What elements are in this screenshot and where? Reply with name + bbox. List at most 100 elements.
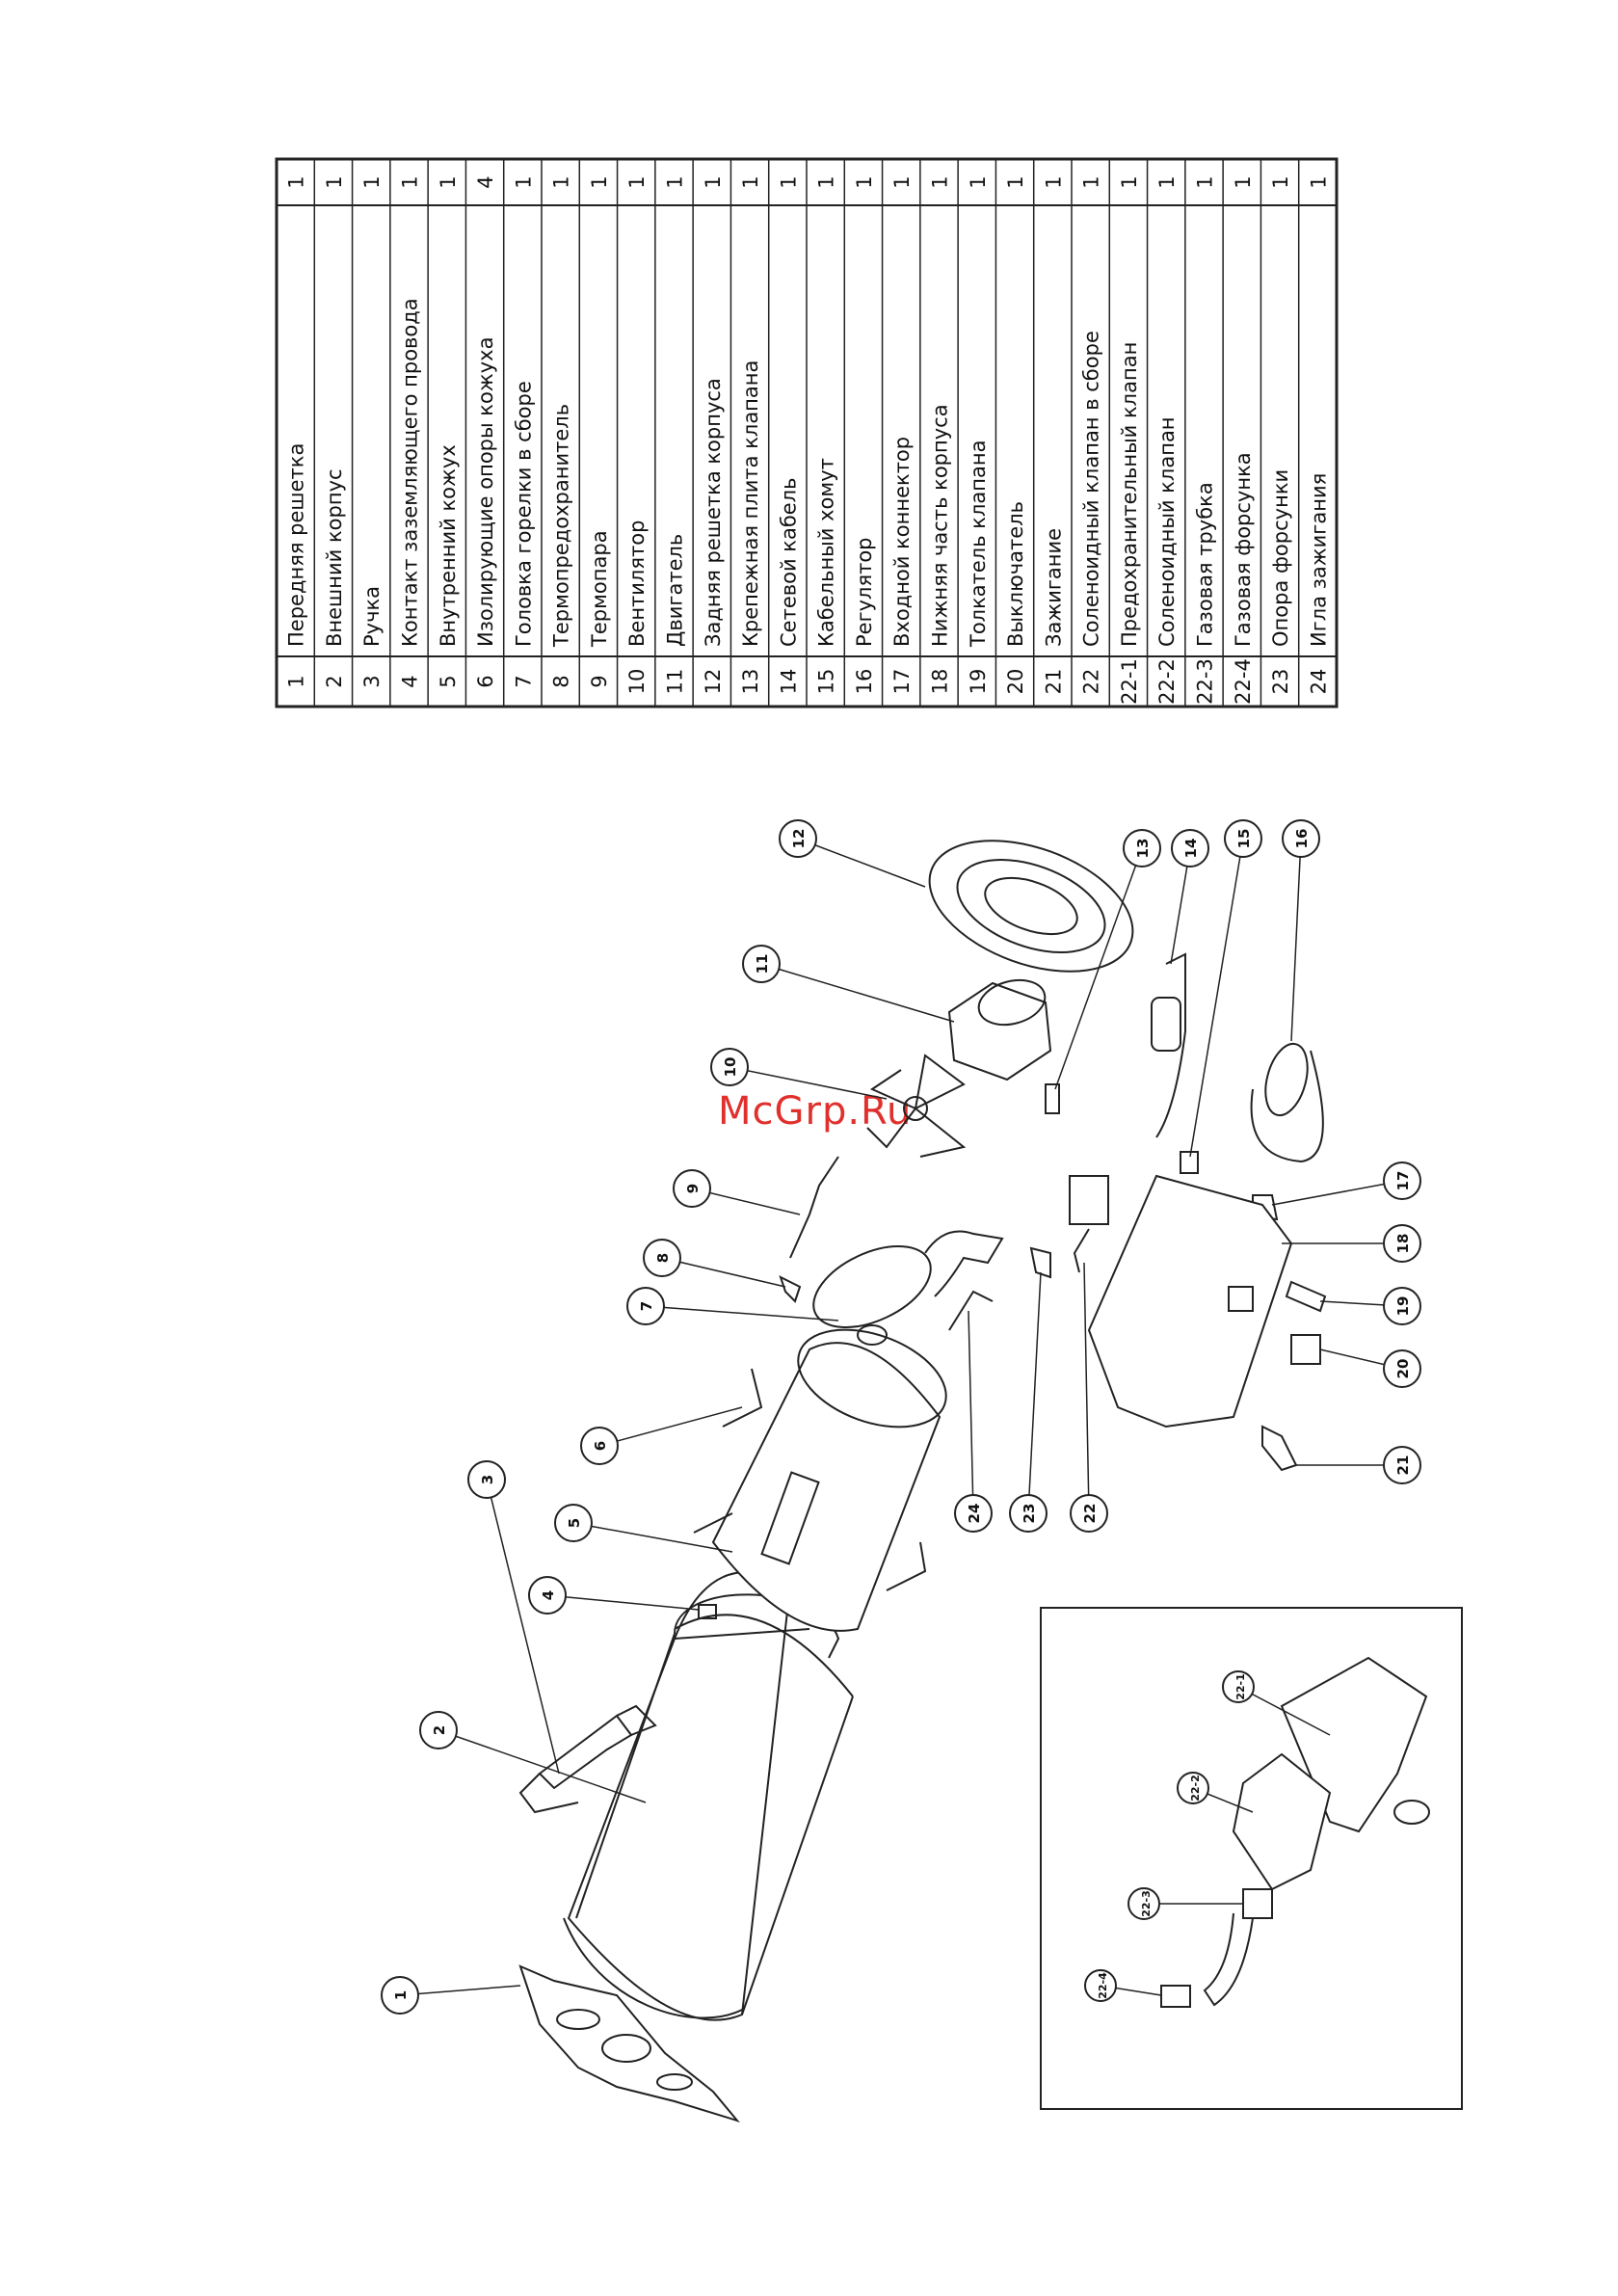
part-qty: 1 xyxy=(588,175,611,188)
part-name: Термопредохранитель xyxy=(550,404,573,648)
callout-number: 10 xyxy=(722,1057,739,1078)
part-qty: 1 xyxy=(360,175,384,188)
front-grille-part xyxy=(518,1964,740,2122)
part-qty: 1 xyxy=(929,175,952,188)
callout-circle xyxy=(419,1711,458,1749)
part-name: Регулятор xyxy=(853,537,876,647)
part-number: 1 xyxy=(285,675,308,687)
part-name: Нижняя часть корпуса xyxy=(929,404,952,647)
callout-number: 7 xyxy=(638,1301,655,1311)
callout-circle xyxy=(742,945,781,983)
callout-number: 12 xyxy=(790,829,808,849)
callout-circle xyxy=(1383,1224,1421,1263)
part-qty: 1 xyxy=(625,175,649,188)
callout-circle xyxy=(1123,829,1161,868)
thermocouple-part xyxy=(789,1156,839,1259)
part-name: Двигатель xyxy=(664,534,687,647)
callout-number: 14 xyxy=(1182,839,1200,859)
part-qty: 1 xyxy=(664,175,687,188)
callout-circle xyxy=(467,1460,506,1499)
part-name: Головка горелки в сборе xyxy=(512,381,535,647)
callout-leader xyxy=(1170,847,1191,965)
callout-number: 2 xyxy=(431,1725,448,1735)
part-qty: 1 xyxy=(702,175,725,188)
callout-number: 13 xyxy=(1134,839,1152,859)
callout-number: 3 xyxy=(479,1475,496,1484)
part-number: 5 xyxy=(437,675,460,687)
callout-number: 18 xyxy=(1394,1234,1412,1254)
callout-circle xyxy=(1222,1670,1255,1703)
part-number: 22 xyxy=(1080,669,1103,695)
support-bracket xyxy=(722,1368,763,1428)
part-qty: 1 xyxy=(1042,175,1065,188)
part-qty: 1 xyxy=(1004,175,1027,188)
part-name: Опора форсунки xyxy=(1269,469,1292,647)
part-name: Соленоидный клапан xyxy=(1155,416,1179,647)
valve-plate-part xyxy=(1045,1083,1060,1114)
part-name: Входной коннектор xyxy=(890,437,914,647)
callout-leader xyxy=(1290,838,1302,1042)
part-name: Сетевой кабель xyxy=(777,477,800,647)
part-qty: 1 xyxy=(739,175,762,188)
callout-circle xyxy=(1084,1969,1117,2002)
part-number: 23 xyxy=(1269,669,1292,695)
callout-number: 20 xyxy=(1394,1359,1412,1379)
part-number: 22-3 xyxy=(1194,658,1217,705)
part-qty: 1 xyxy=(815,175,838,188)
callout-leader xyxy=(1271,1180,1403,1206)
part-number: 11 xyxy=(664,669,687,695)
part-number: 22-1 xyxy=(1118,658,1141,705)
callout-number: 1 xyxy=(392,1990,410,2000)
callout-leader xyxy=(729,1066,888,1100)
part-number: 7 xyxy=(512,675,535,687)
part-number: 12 xyxy=(702,669,725,695)
outer-body-part xyxy=(563,1571,840,2021)
fan-part xyxy=(866,1054,967,1158)
callout-leader xyxy=(760,963,955,1023)
part-qty: 1 xyxy=(890,175,914,188)
callout-number: 11 xyxy=(754,954,771,974)
switch-part xyxy=(1290,1334,1321,1365)
callout-circle xyxy=(626,1287,665,1325)
part-name: Внутренний кожух xyxy=(437,444,460,647)
part-number: 18 xyxy=(929,669,952,695)
callout-number: 16 xyxy=(1293,829,1311,849)
part-name: Термопара xyxy=(588,530,611,648)
part-name: Крепежная плита клапана xyxy=(739,360,762,647)
callout-circle xyxy=(1383,1161,1421,1200)
part-name: Игла зажигания xyxy=(1307,473,1330,647)
part-number: 8 xyxy=(550,675,573,687)
callout-number: 22-4 xyxy=(1097,1972,1109,1999)
part-number: 22-2 xyxy=(1155,658,1179,705)
callout-number: 15 xyxy=(1235,829,1253,849)
callout-number: 22-3 xyxy=(1140,1890,1153,1917)
callout-leader xyxy=(1083,1262,1090,1514)
part-name: Газовая трубка xyxy=(1194,482,1217,647)
part-number: 2 xyxy=(323,675,346,687)
part-qty: 1 xyxy=(437,175,460,188)
callout-number: 23 xyxy=(1021,1504,1038,1524)
thermal-fuse-part xyxy=(779,1275,802,1303)
callout-number: 22-2 xyxy=(1189,1775,1202,1802)
callout-circle xyxy=(1070,1494,1108,1533)
callout-number: 8 xyxy=(654,1253,672,1263)
callout-circle xyxy=(528,1576,567,1615)
part-name: Вентилятор xyxy=(625,521,649,647)
callout-number: 24 xyxy=(966,1504,983,1524)
callout-circle xyxy=(1282,819,1320,858)
part-qty: 1 xyxy=(512,175,535,188)
callout-circle xyxy=(554,1504,593,1542)
callout-leader xyxy=(572,1522,733,1553)
part-qty: 1 xyxy=(853,175,876,188)
part-qty: 1 xyxy=(1232,175,1255,188)
part-number: 3 xyxy=(360,675,384,687)
part-qty: 1 xyxy=(550,175,573,188)
callout-circle xyxy=(1127,1887,1160,1920)
part-number: 4 xyxy=(399,675,422,687)
part-qty: 1 xyxy=(967,175,990,188)
part-number: 10 xyxy=(625,669,649,695)
callout-leader xyxy=(1237,1686,1331,1736)
